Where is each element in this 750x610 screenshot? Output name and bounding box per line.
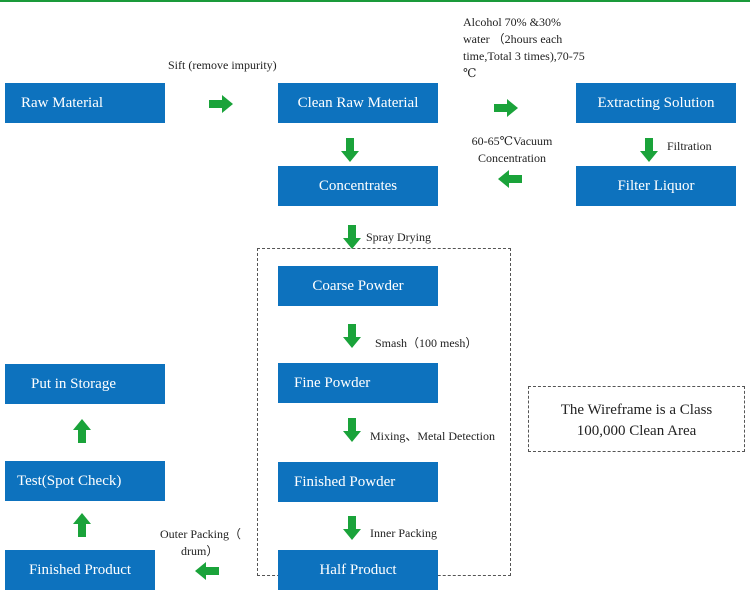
arrow-up-icon (73, 419, 91, 443)
arrow-left-icon (195, 562, 219, 580)
filter-liquor-box: Filter Liquor (576, 166, 736, 206)
arrow-right-icon (209, 95, 233, 113)
outer-packing-line-2: drum） (181, 544, 219, 558)
arrow-down-icon (343, 324, 361, 348)
test-spot-check-box: Test(Spot Check) (5, 461, 165, 501)
raw-material-box: Raw Material (5, 83, 165, 123)
mixing-label: Mixing、Metal Detection (370, 429, 495, 443)
smash-label: Smash（100 mesh） (375, 336, 478, 350)
filtration-label: Filtration (667, 139, 712, 153)
clean-raw-material-box: Clean Raw Material (278, 83, 438, 123)
arrow-up-icon (73, 513, 91, 537)
extracting-solution-box: Extracting Solution (576, 83, 736, 123)
fine-powder-box: Fine Powder (278, 363, 438, 403)
sift-label: Sift (remove impurity) (168, 58, 277, 72)
vacuum-line-1: 60-65℃Vacuum (471, 134, 553, 148)
arrow-right-icon (494, 99, 518, 117)
clean-area-note-frame (528, 386, 745, 452)
clean-area-note-line-2: 100,000 Clean Area (576, 423, 697, 439)
finished-powder-box: Finished Powder (278, 462, 438, 502)
put-in-storage-box: Put in Storage (5, 364, 165, 404)
arrow-down-icon (640, 138, 658, 162)
arrow-down-icon (343, 225, 361, 249)
outer-packing-line-1: Outer Packing（ (160, 527, 241, 541)
alcohol-line-4: ℃ (463, 66, 477, 80)
arrow-down-icon (341, 138, 359, 162)
alcohol-line-3: time,Total 3 times),70-75 (463, 49, 585, 63)
vacuum-line-2: Concentration (478, 151, 546, 165)
arrow-down-icon (343, 418, 361, 442)
arrow-down-icon (343, 516, 361, 540)
spray-drying-label: Spray Drying (366, 230, 431, 244)
coarse-powder-box: Coarse Powder (278, 266, 438, 306)
finished-product-box: Finished Product (5, 550, 155, 590)
concentrates-box: Concentrates (278, 166, 438, 206)
alcohol-line-1: Alcohol 70% &30% (463, 15, 561, 29)
half-product-box: Half Product (278, 550, 438, 590)
arrow-left-icon (498, 170, 522, 188)
clean-area-note-line-1: The Wireframe is a Class (560, 402, 713, 418)
alcohol-line-2: water （2hours each (463, 32, 563, 46)
inner-packing-label: Inner Packing (370, 526, 437, 540)
top-border-line (0, 0, 750, 2)
